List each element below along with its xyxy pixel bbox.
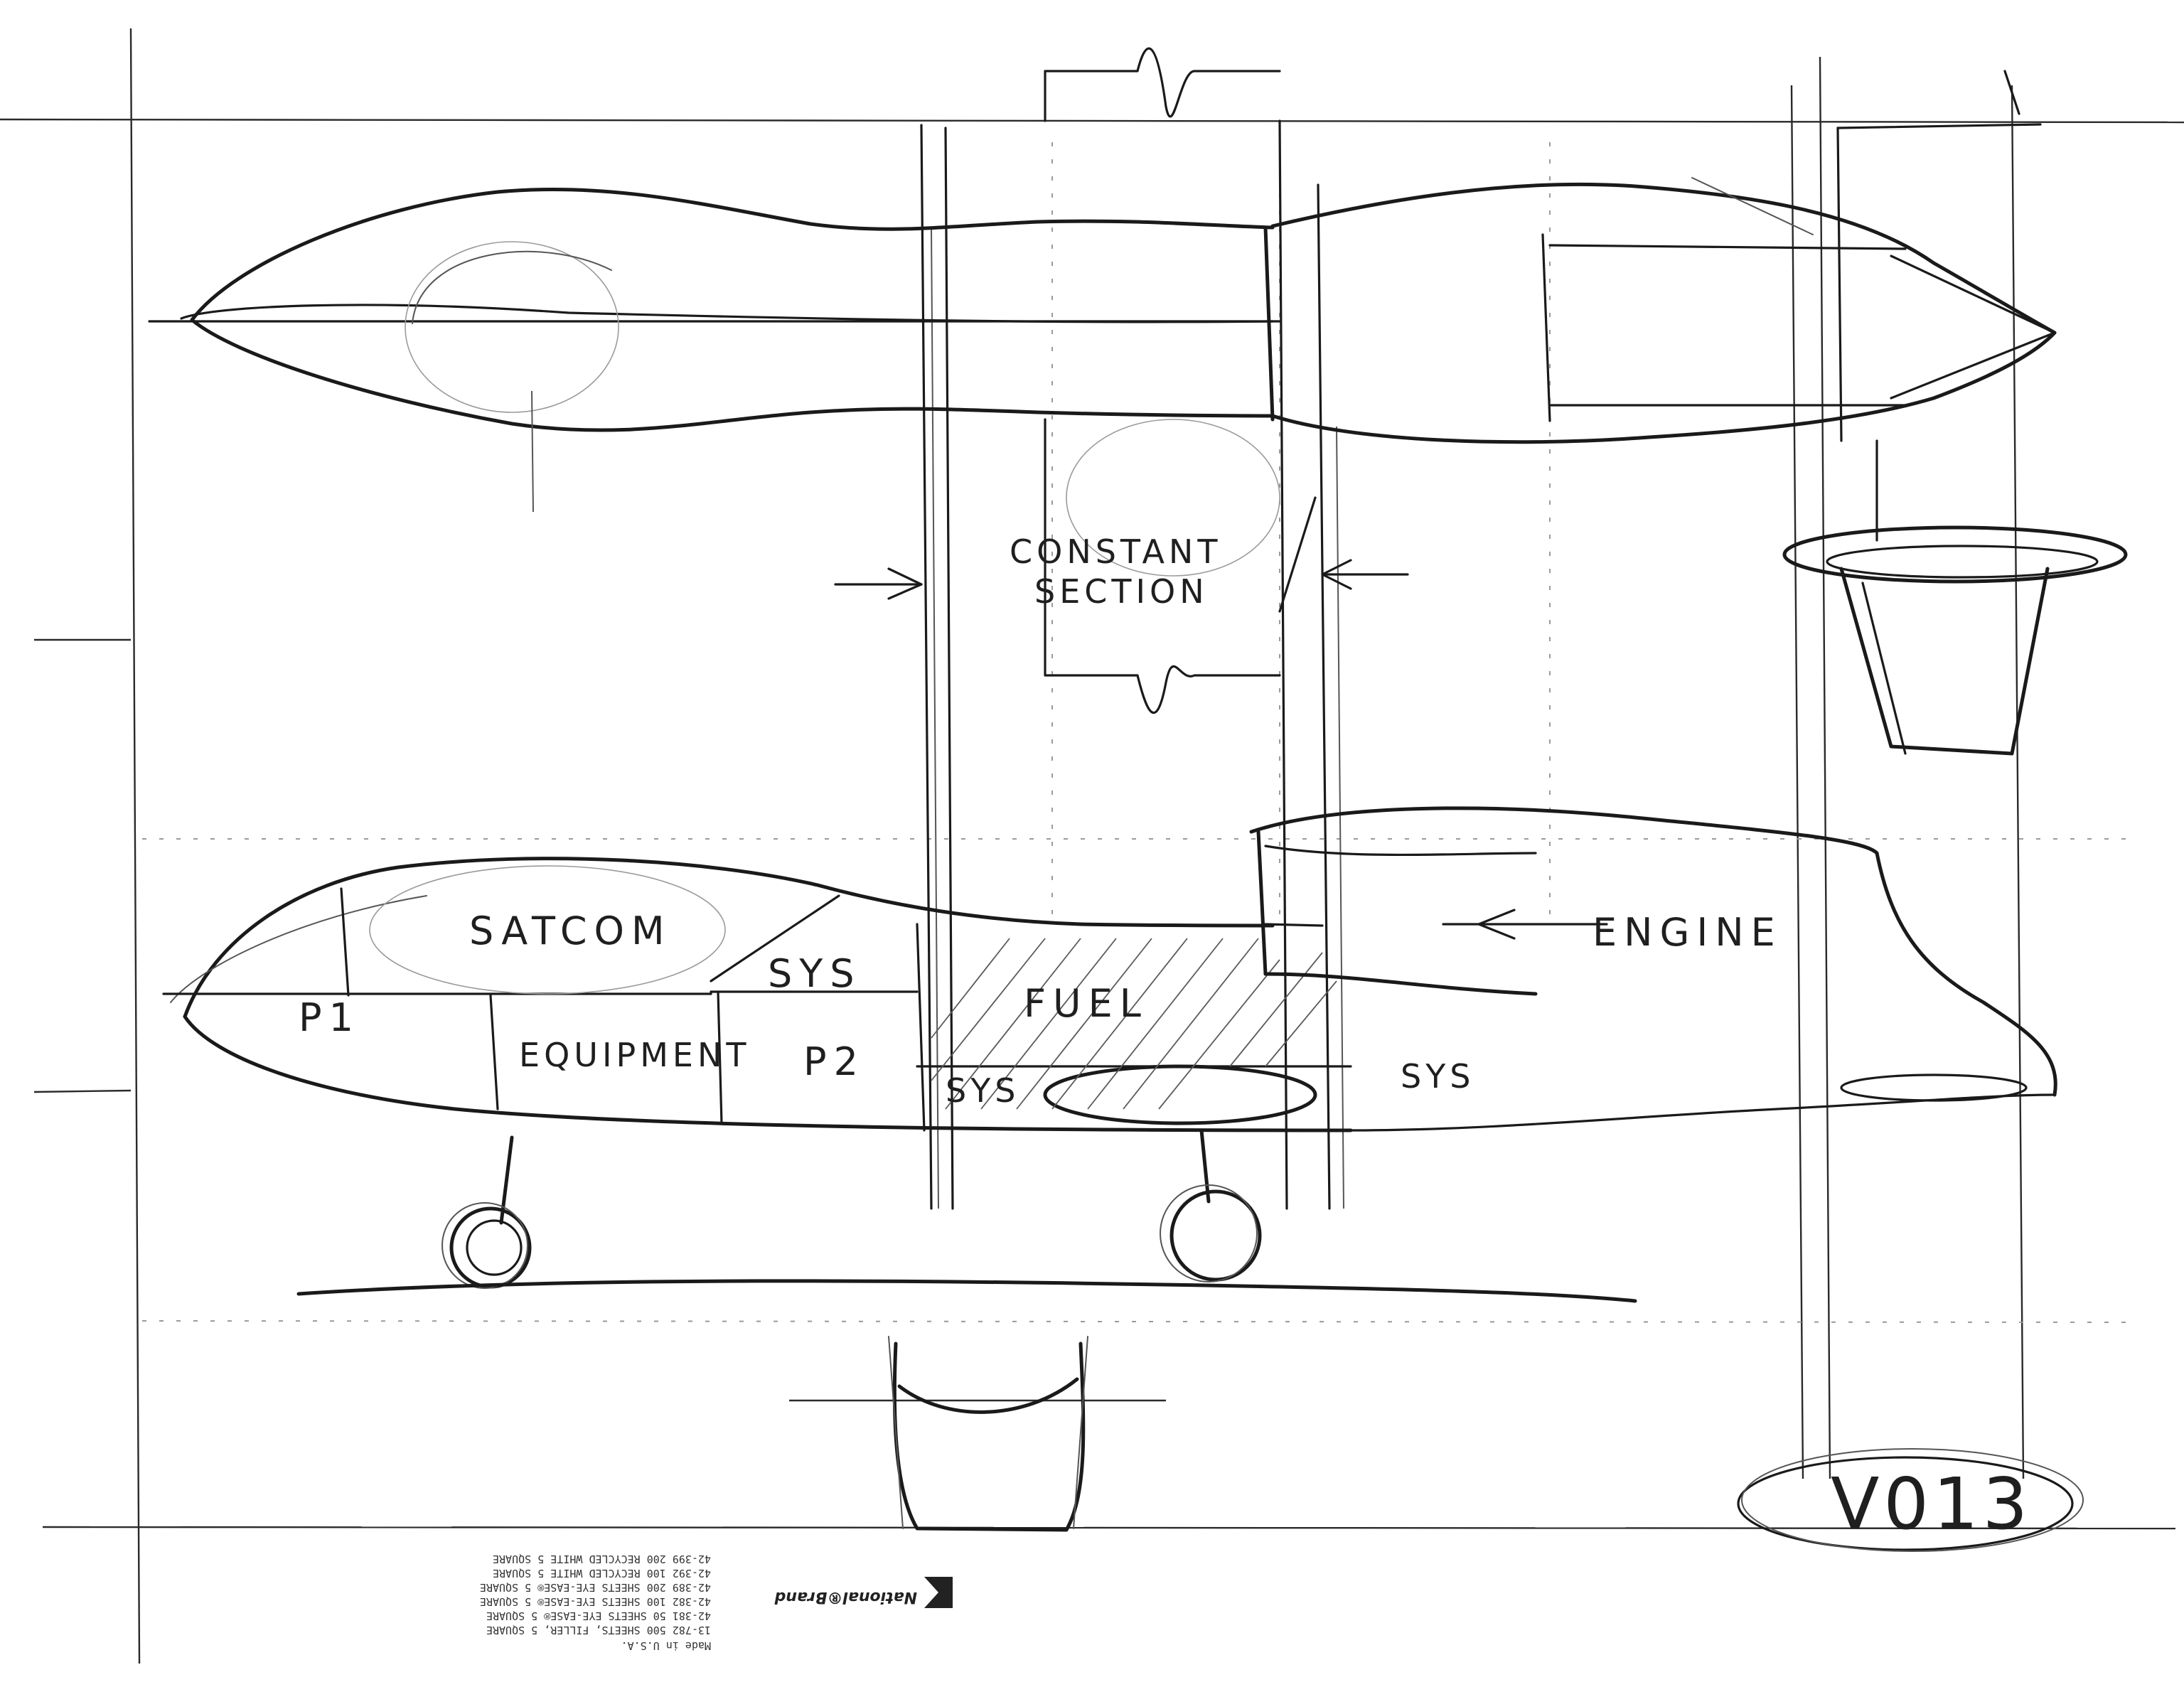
satcom-label: SATCOM [469,909,672,953]
p1-label: P1 [299,995,360,1040]
fuel-label: FUEL [1024,981,1148,1026]
ground-line [296,1279,1637,1303]
side-view-fuselage [162,857,1353,1132]
frame-guides [0,28,2184,1664]
imprint-line: 42-392 100 RECYCLED WHITE 5 SQUARE [493,1567,711,1580]
sys-lower-right-label: SYS [1401,1057,1475,1096]
top-view-nacelle [1263,177,2057,444]
constant-section-callout: CONSTANT SECTION [834,47,1409,714]
grid-dots [141,142,2134,1323]
tail-stabilizer-right [1782,525,2128,756]
p2-label: P2 [803,1039,865,1084]
fuel-hatch-region [931,938,1337,1110]
paper-imprint: Made in U.S.A. 13-782 500 SHEETS, FILLER… [480,1553,953,1652]
imprint-made-in: Made in U.S.A. [621,1639,711,1652]
side-view-labels: SATCOM SYS P1 EQUIPMENT P2 FUEL SYS SYS [299,909,1475,1110]
imprint-brand: National®Brand [774,1588,917,1606]
top-view-fuselage [148,187,1281,513]
drawing-id-stamp: V013 [1737,1448,2084,1552]
imprint-line: 13-782 500 SHEETS, FILLER, 5 SQUARE [486,1624,711,1637]
imprint-line: 42-399 200 RECYCLED WHITE 5 SQUARE [493,1553,711,1565]
constant-section-label-line2: SECTION [1034,572,1209,611]
equipment-label: EQUIPMENT [519,1036,751,1074]
sys-upper-label: SYS [768,951,862,996]
tail-fin-top [1836,70,2042,542]
side-view-engine: ENGINE [1249,806,2057,1132]
drawing-id-label: V013 [1831,1462,2032,1546]
imprint-line: 42-382 100 SHEETS EYE-EASE® 5 SQUARE [480,1595,711,1608]
engine-label: ENGINE [1592,910,1782,955]
imprint-line: 42-381 50 SHEETS EYE-EASE® 5 SQUARE [486,1610,711,1622]
brand-logo-icon [924,1577,953,1608]
sys-lower-left-label: SYS [946,1071,1020,1110]
front-cross-section [789,1336,1166,1532]
landing-gear [441,1128,1262,1289]
station-lines [920,119,1344,1210]
constant-section-label-line1: CONSTANT [1010,532,1221,571]
imprint-line: 42-389 200 SHEETS EYE-EASE® 5 SQUARE [480,1581,711,1594]
